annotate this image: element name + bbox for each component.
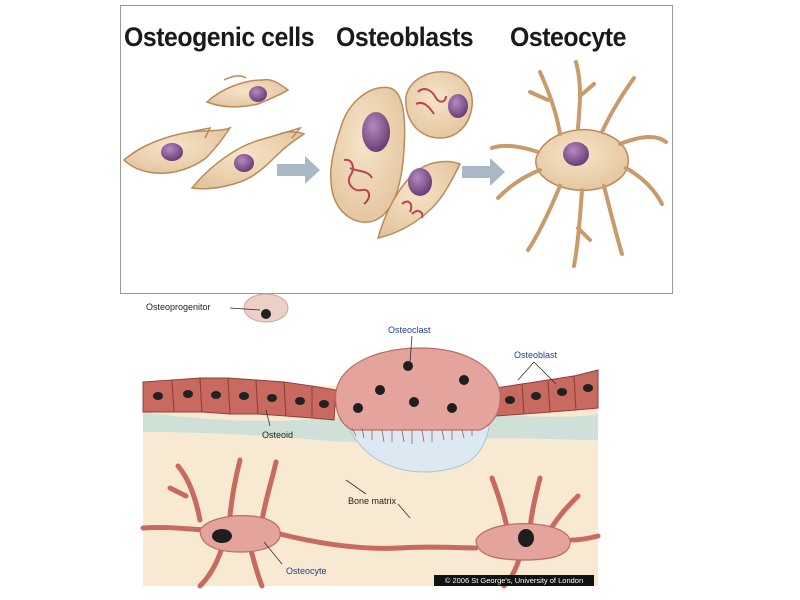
nucleus [505, 396, 515, 404]
nucleus [518, 529, 534, 547]
nucleus [353, 403, 363, 413]
nucleus [295, 397, 305, 405]
nucleus [153, 392, 163, 400]
nucleus [408, 168, 432, 196]
osteogenic-cell-1 [207, 76, 288, 107]
nucleus [161, 143, 183, 161]
arrow-to-osteoblasts [277, 156, 320, 184]
nucleus [362, 112, 390, 152]
nucleus [459, 375, 469, 385]
label-osteoblast: Osteoblast [514, 350, 557, 360]
nucleus [557, 388, 567, 396]
nucleus [447, 403, 457, 413]
nucleus [409, 397, 419, 407]
label-bone-matrix: Bone matrix [348, 496, 396, 506]
osteocyte-cell [492, 62, 666, 266]
label-osteoclast: Osteoclast [388, 325, 431, 335]
nucleus [239, 392, 249, 400]
nucleus [267, 394, 277, 402]
nucleus [448, 94, 468, 118]
osteoblast-lining-right [496, 370, 598, 416]
osteoblast-2 [406, 72, 472, 138]
nucleus [563, 142, 589, 166]
nucleus [183, 390, 193, 398]
nucleus [211, 391, 221, 399]
nucleus [403, 361, 413, 371]
osteocyte-bottom-2 [476, 524, 570, 560]
nucleus [212, 529, 232, 543]
label-osteoprogenitor: Osteoprogenitor [146, 302, 211, 312]
osteoclast-cell [336, 348, 501, 444]
osteoprogenitor-cell [244, 294, 288, 322]
nucleus [234, 154, 254, 172]
label-osteocyte: Osteocyte [286, 566, 327, 576]
nucleus [531, 392, 541, 400]
copyright-credit: © 2006 St George's, University of London [434, 575, 594, 586]
nucleus [319, 400, 329, 408]
nucleus [375, 385, 385, 395]
nucleus [249, 86, 267, 102]
arrow-to-osteocyte [462, 158, 505, 186]
label-osteoid: Osteoid [262, 430, 293, 440]
nucleus [583, 384, 593, 392]
